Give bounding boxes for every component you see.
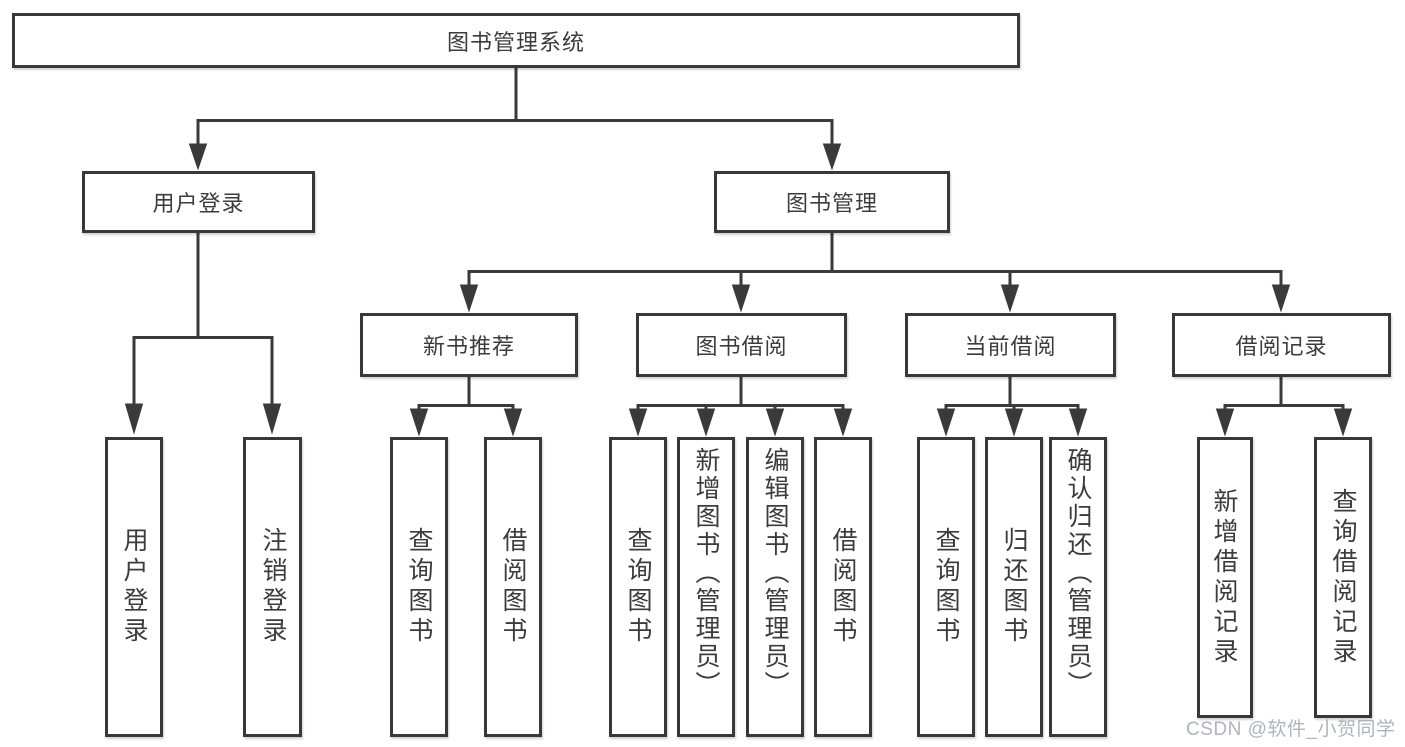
connector-line bbox=[196, 119, 834, 147]
arrow-down-icon bbox=[503, 408, 523, 437]
leaf-query-borrow-record: 查询借阅记录 bbox=[1314, 437, 1372, 718]
connector-new-book-recommend bbox=[409, 377, 523, 437]
arrow-down-icon bbox=[628, 408, 648, 437]
connector-line bbox=[132, 336, 274, 406]
leaf-borrow-books-recommend: 借阅图书 bbox=[484, 437, 542, 737]
leaf-user-login: 用户登录 bbox=[105, 437, 163, 737]
arrow-down-icon bbox=[262, 403, 282, 435]
node-user-login: 用户登录 bbox=[82, 171, 315, 233]
leaf-confirm-return-admin: 确认归还（管理员） bbox=[1049, 437, 1107, 737]
arrow-down-icon bbox=[1271, 284, 1291, 313]
arrow-down-icon bbox=[696, 408, 716, 437]
leaf-query-books-recommend: 查询图书 bbox=[390, 437, 448, 737]
connector-book-management bbox=[459, 233, 1291, 313]
node-book-borrow: 图书借阅 bbox=[636, 313, 847, 377]
leaf-edit-books-admin: 编辑图书（管理员） bbox=[746, 437, 804, 737]
leaf-borrow-books: 借阅图书 bbox=[814, 437, 872, 737]
node-new-book-recommend-label: 新书推荐 bbox=[422, 334, 515, 359]
node-borrow-records: 借阅记录 bbox=[1172, 313, 1391, 377]
leaf-query-books-current: 查询图书 bbox=[917, 437, 975, 737]
arrow-down-icon bbox=[1333, 408, 1353, 437]
node-new-book-recommend: 新书推荐 bbox=[360, 313, 578, 377]
connector-line bbox=[636, 404, 845, 411]
leaf-logout: 注销登录 bbox=[243, 437, 302, 737]
arrow-down-icon bbox=[188, 143, 208, 171]
leaf-return-books: 归还图书 bbox=[985, 437, 1043, 737]
leaf-query-books-borrow: 查询图书 bbox=[609, 437, 667, 737]
node-root-label: 图书管理系统 bbox=[446, 29, 585, 55]
connector-line bbox=[467, 270, 1283, 287]
connector-book-borrow bbox=[628, 377, 853, 437]
arrow-down-icon bbox=[936, 408, 956, 437]
connector-line bbox=[1223, 404, 1345, 411]
csdn-watermark: CSDN @软件_小贺同学 bbox=[1186, 719, 1396, 740]
connector-line bbox=[417, 404, 515, 411]
arrow-down-icon bbox=[765, 408, 785, 437]
connector-user-login bbox=[124, 233, 282, 435]
connector-root bbox=[188, 68, 842, 171]
arrow-down-icon bbox=[833, 408, 853, 437]
node-current-borrow-label: 当前借阅 bbox=[964, 334, 1057, 359]
leaf-add-borrow-record: 新增借阅记录 bbox=[1197, 437, 1253, 718]
node-book-management: 图书管理 bbox=[714, 171, 950, 233]
node-book-management-label: 图书管理 bbox=[785, 191, 878, 216]
arrow-down-icon bbox=[409, 408, 429, 437]
arrow-down-icon bbox=[1215, 408, 1235, 437]
node-book-borrow-label: 图书借阅 bbox=[695, 334, 788, 359]
node-user-login-label: 用户登录 bbox=[152, 191, 245, 216]
leaf-add-books-admin: 新增图书（管理员） bbox=[677, 437, 735, 737]
arrow-down-icon bbox=[459, 284, 479, 313]
connector-borrow-records bbox=[1215, 377, 1353, 437]
arrow-down-icon bbox=[731, 284, 751, 313]
node-borrow-records-label: 借阅记录 bbox=[1235, 334, 1328, 359]
arrow-down-icon bbox=[1068, 408, 1088, 437]
arrow-down-icon bbox=[822, 143, 842, 171]
node-current-borrow: 当前借阅 bbox=[905, 313, 1116, 377]
arrow-down-icon bbox=[1000, 284, 1020, 313]
arrow-down-icon bbox=[1004, 408, 1024, 437]
arrow-down-icon bbox=[124, 403, 144, 435]
connector-line bbox=[944, 404, 1080, 411]
node-root: 图书管理系统 bbox=[12, 13, 1020, 68]
connector-current-borrow bbox=[936, 377, 1088, 437]
